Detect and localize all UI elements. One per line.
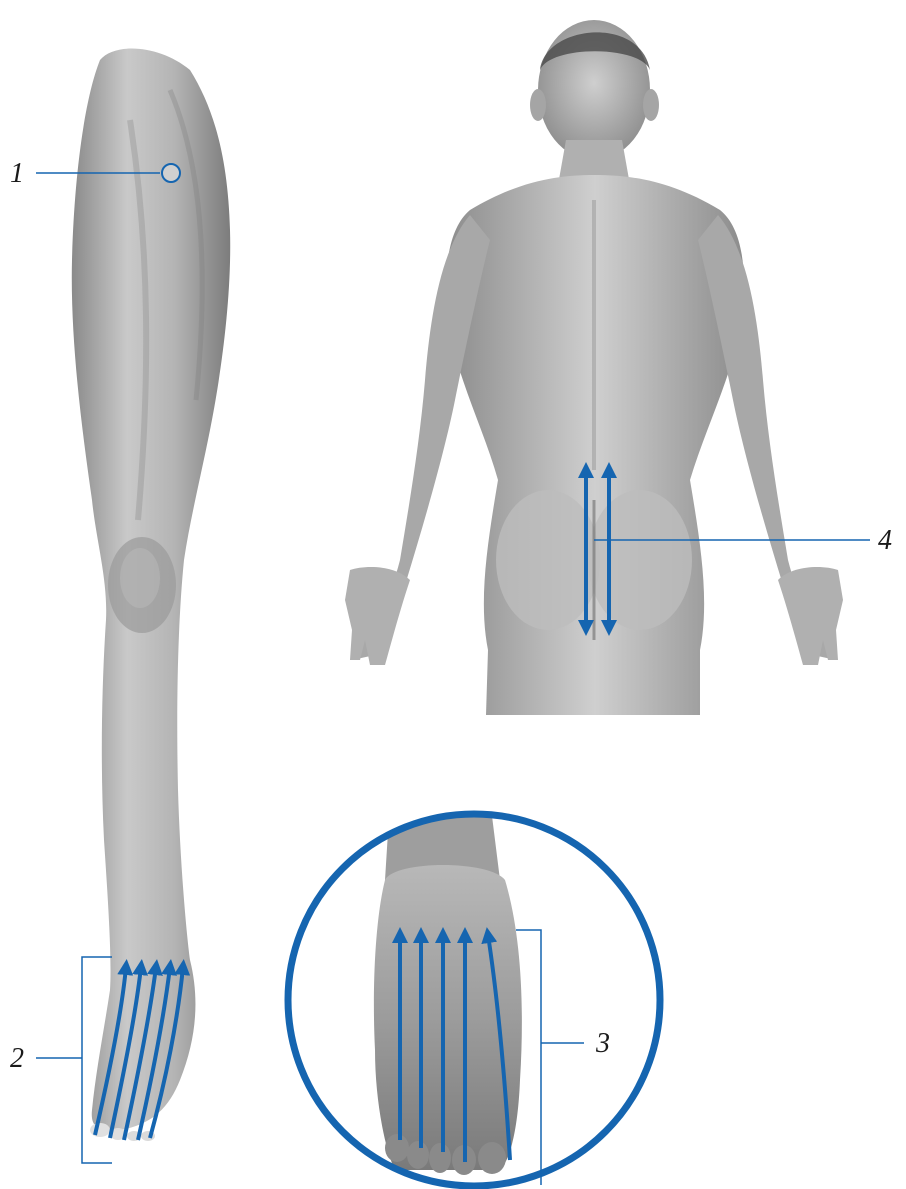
label-4: 4: [878, 525, 892, 556]
point-marker-1: [162, 164, 180, 182]
label-3: 3: [595, 1028, 610, 1059]
torso-back-illustration: [345, 20, 843, 715]
label-2: 2: [10, 1043, 24, 1074]
leg-illustration: [72, 49, 230, 1141]
foot-sole-inset: [288, 800, 660, 1186]
label-1: 1: [10, 158, 24, 189]
